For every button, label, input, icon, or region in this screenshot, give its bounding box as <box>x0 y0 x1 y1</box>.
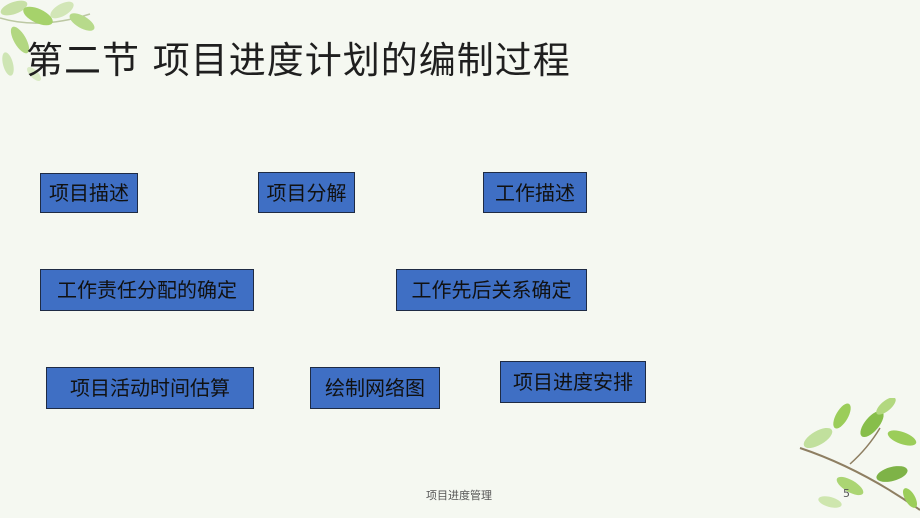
step-box-project-description[interactable]: 项目描述 <box>40 173 138 213</box>
step-box-work-sequence[interactable]: 工作先后关系确定 <box>396 269 587 311</box>
step-box-draw-network[interactable]: 绘制网络图 <box>310 367 440 409</box>
leaf-branch-decoration-bottom-right <box>799 398 920 511</box>
step-box-activity-time-estimate[interactable]: 项目活动时间估算 <box>46 367 254 409</box>
step-box-work-description[interactable]: 工作描述 <box>483 172 587 213</box>
footer-text: 项目进度管理 <box>426 489 492 502</box>
slide-title: 第二节 项目进度计划的编制过程 <box>26 39 571 82</box>
step-box-responsibility-assignment[interactable]: 工作责任分配的确定 <box>40 269 254 311</box>
step-box-project-decomposition[interactable]: 项目分解 <box>258 172 355 213</box>
leaf-branch-decoration-top-left <box>0 0 95 81</box>
step-box-schedule-arrangement[interactable]: 项目进度安排 <box>500 361 646 403</box>
page-number: 5 <box>843 487 850 500</box>
